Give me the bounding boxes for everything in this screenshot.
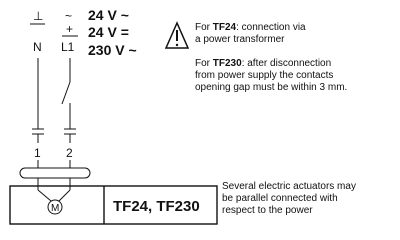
tf24-model: TF24 xyxy=(212,22,237,33)
motor-label: M xyxy=(51,203,59,214)
terminal-2-label: 2 xyxy=(66,146,73,160)
parallel-note: Several electric actuators may be parall… xyxy=(222,181,400,217)
actuator-models: TF24, TF230 xyxy=(113,198,200,215)
tf230-line3: opening gap must be within 3 mm. xyxy=(195,82,348,93)
parallel-note-line3: respect to the power xyxy=(222,205,313,216)
wiring-diagram: ⊥ ~ + N L1 24 V ~ 24 V = 230 V ~ 1 2 M T… xyxy=(9,7,218,225)
tf24-line1: For TF24: connection via xyxy=(195,22,306,33)
l1-switch xyxy=(61,81,71,105)
terminal-1-label: 1 xyxy=(34,146,41,160)
tf24-note: For TF24: connection via a power transfo… xyxy=(195,22,395,46)
parallel-note-line2: be parallel connected with xyxy=(222,193,338,204)
tf230-text: : after disconnection xyxy=(241,58,332,69)
voltage-24dc: 24 V = xyxy=(88,24,129,40)
motor-lead-2 xyxy=(58,189,71,202)
plus-symbol: + xyxy=(66,22,73,36)
actuator-box xyxy=(9,185,218,225)
tf24-line2: a power transformer xyxy=(195,34,285,45)
ac-symbol: ~ xyxy=(65,9,72,23)
parallel-note-line1: Several electric actuators may xyxy=(222,181,356,192)
cable-sleeve xyxy=(19,167,91,179)
l1-label: L1 xyxy=(61,40,75,54)
voltage-230ac: 230 V ~ xyxy=(88,42,137,58)
ground-symbol: ⊥ xyxy=(33,9,43,23)
motor-lead-1 xyxy=(37,189,52,202)
voltage-24ac: 24 V ~ xyxy=(88,7,129,23)
motor-icon: M xyxy=(47,199,63,215)
tf230-model: TF230 xyxy=(212,58,242,69)
tf24-text: : connection via xyxy=(236,22,306,33)
tf230-line1: For TF230: after disconnection xyxy=(195,58,332,69)
tf230-line2: from power supply the contacts xyxy=(195,70,334,81)
n-label: N xyxy=(33,40,42,54)
tf230-note: For TF230: after disconnection from powe… xyxy=(195,58,400,94)
warning-triangle-icon xyxy=(164,21,190,49)
